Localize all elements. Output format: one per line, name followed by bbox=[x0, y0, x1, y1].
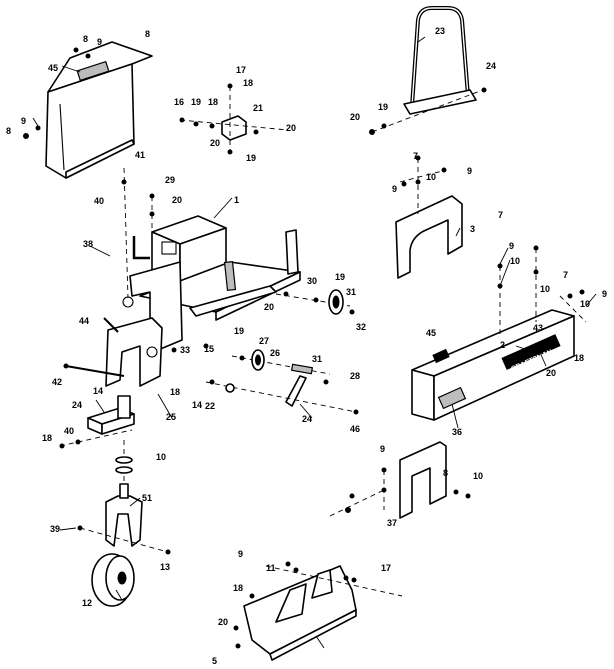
callout-label: 9 bbox=[97, 37, 102, 47]
leader-lines bbox=[32, 36, 597, 649]
callout-label: 2 bbox=[500, 340, 505, 350]
callout-label: 9 bbox=[467, 166, 472, 176]
callout-label: 40 bbox=[94, 196, 104, 206]
engine-cover-part bbox=[23, 41, 153, 179]
handle-part bbox=[369, 6, 489, 135]
callout-label: 16 bbox=[174, 97, 184, 107]
callout-labels: 8 9 8 45 9 8 17 18 16 19 18 21 20 20 19 … bbox=[6, 26, 607, 666]
callout-label: 10 bbox=[426, 172, 436, 182]
callout-label: 20 bbox=[264, 302, 274, 312]
callout-label: 18 bbox=[170, 387, 180, 397]
callout-label: 14 bbox=[192, 400, 202, 410]
callout-label: 17 bbox=[236, 65, 246, 75]
callout-label: 10 bbox=[510, 256, 520, 266]
callout-label: 5 bbox=[212, 656, 217, 666]
callout-label: 26 bbox=[270, 348, 280, 358]
callout-label: 9 bbox=[392, 184, 397, 194]
callout-label: 12 bbox=[82, 598, 92, 608]
callout-label: 37 bbox=[387, 518, 397, 528]
callout-label: 38 bbox=[83, 239, 93, 249]
callout-label: 9 bbox=[509, 241, 514, 251]
callout-label: 7 bbox=[563, 270, 568, 280]
callout-label: 18 bbox=[208, 97, 218, 107]
callout-label: 25 bbox=[166, 412, 176, 422]
callout-label: 19 bbox=[234, 326, 244, 336]
callout-label: 39 bbox=[50, 524, 60, 534]
callout-label: 7 bbox=[498, 210, 503, 220]
caster-part bbox=[59, 395, 171, 607]
callout-label: 13 bbox=[160, 562, 170, 572]
callout-label: 20 bbox=[210, 138, 220, 148]
callout-label: 31 bbox=[312, 354, 322, 364]
callout-label: 32 bbox=[356, 322, 366, 332]
tray-part bbox=[233, 561, 403, 661]
beam-part: CRAFTSMAN bbox=[411, 245, 587, 421]
callout-label: 8 bbox=[6, 126, 11, 136]
callout-label: 18 bbox=[574, 353, 584, 363]
callout-label: 18 bbox=[233, 583, 243, 593]
callout-label: 19 bbox=[246, 153, 256, 163]
callout-label: 33 bbox=[180, 345, 190, 355]
callout-label: 46 bbox=[350, 424, 360, 434]
callout-label: 41 bbox=[135, 150, 145, 160]
callout-label: 10 bbox=[580, 299, 590, 309]
callout-label: 42 bbox=[52, 377, 62, 387]
callout-label: 10 bbox=[540, 284, 550, 294]
callout-label: 30 bbox=[307, 276, 317, 286]
callout-label: 14 bbox=[93, 386, 103, 396]
callout-label: 44 bbox=[79, 316, 89, 326]
callout-label: 18 bbox=[243, 78, 253, 88]
lower-bracket-part bbox=[329, 441, 471, 519]
callout-label: 21 bbox=[253, 103, 263, 113]
callout-label: 22 bbox=[205, 401, 215, 411]
callout-label: 19 bbox=[335, 272, 345, 282]
callout-label: 11 bbox=[266, 563, 276, 573]
wheel-hub-part bbox=[275, 289, 355, 315]
callout-label: 20 bbox=[172, 195, 182, 205]
callout-label: 7 bbox=[413, 151, 418, 161]
callout-label: 29 bbox=[165, 175, 175, 185]
callout-label: 10 bbox=[473, 471, 483, 481]
rod-part bbox=[63, 317, 177, 377]
callout-label: 8 bbox=[145, 29, 150, 39]
bracket-part bbox=[179, 83, 289, 155]
callout-label: 1 bbox=[234, 195, 239, 205]
callout-label: 20 bbox=[218, 617, 228, 627]
callout-label: 28 bbox=[350, 371, 360, 381]
callout-label: 15 bbox=[204, 344, 214, 354]
upper-bracket-part bbox=[395, 155, 463, 279]
callout-label: 45 bbox=[48, 63, 58, 73]
callout-label: 24 bbox=[302, 414, 312, 424]
callout-label: 20 bbox=[286, 123, 296, 133]
callout-label: 24 bbox=[486, 61, 496, 71]
callout-label: 9 bbox=[602, 289, 607, 299]
callout-label: 20 bbox=[546, 368, 556, 378]
callout-label: 3 bbox=[470, 224, 475, 234]
callout-label: 18 bbox=[42, 433, 52, 443]
callout-label: 51 bbox=[142, 493, 152, 503]
callout-label: 27 bbox=[259, 336, 269, 346]
frame-part bbox=[105, 167, 301, 387]
callout-label: 8 bbox=[443, 468, 448, 478]
callout-label: 45 bbox=[426, 328, 436, 338]
callout-label: 23 bbox=[435, 26, 445, 36]
callout-label: 36 bbox=[452, 427, 462, 437]
center-hardware-part bbox=[203, 343, 359, 415]
callout-label: 9 bbox=[380, 444, 385, 454]
callout-label: 8 bbox=[83, 34, 88, 44]
callout-label: 10 bbox=[156, 452, 166, 462]
callout-label: 24 bbox=[72, 400, 82, 410]
callout-label: 40 bbox=[64, 426, 74, 436]
callout-label: 19 bbox=[378, 102, 388, 112]
callout-label: 43 bbox=[533, 323, 543, 333]
callout-label: 19 bbox=[191, 97, 201, 107]
callout-label: 9 bbox=[238, 549, 243, 559]
callout-label: 31 bbox=[346, 287, 356, 297]
callout-label: 9 bbox=[21, 116, 26, 126]
callout-label: 20 bbox=[350, 112, 360, 122]
callout-label: 17 bbox=[381, 563, 391, 573]
